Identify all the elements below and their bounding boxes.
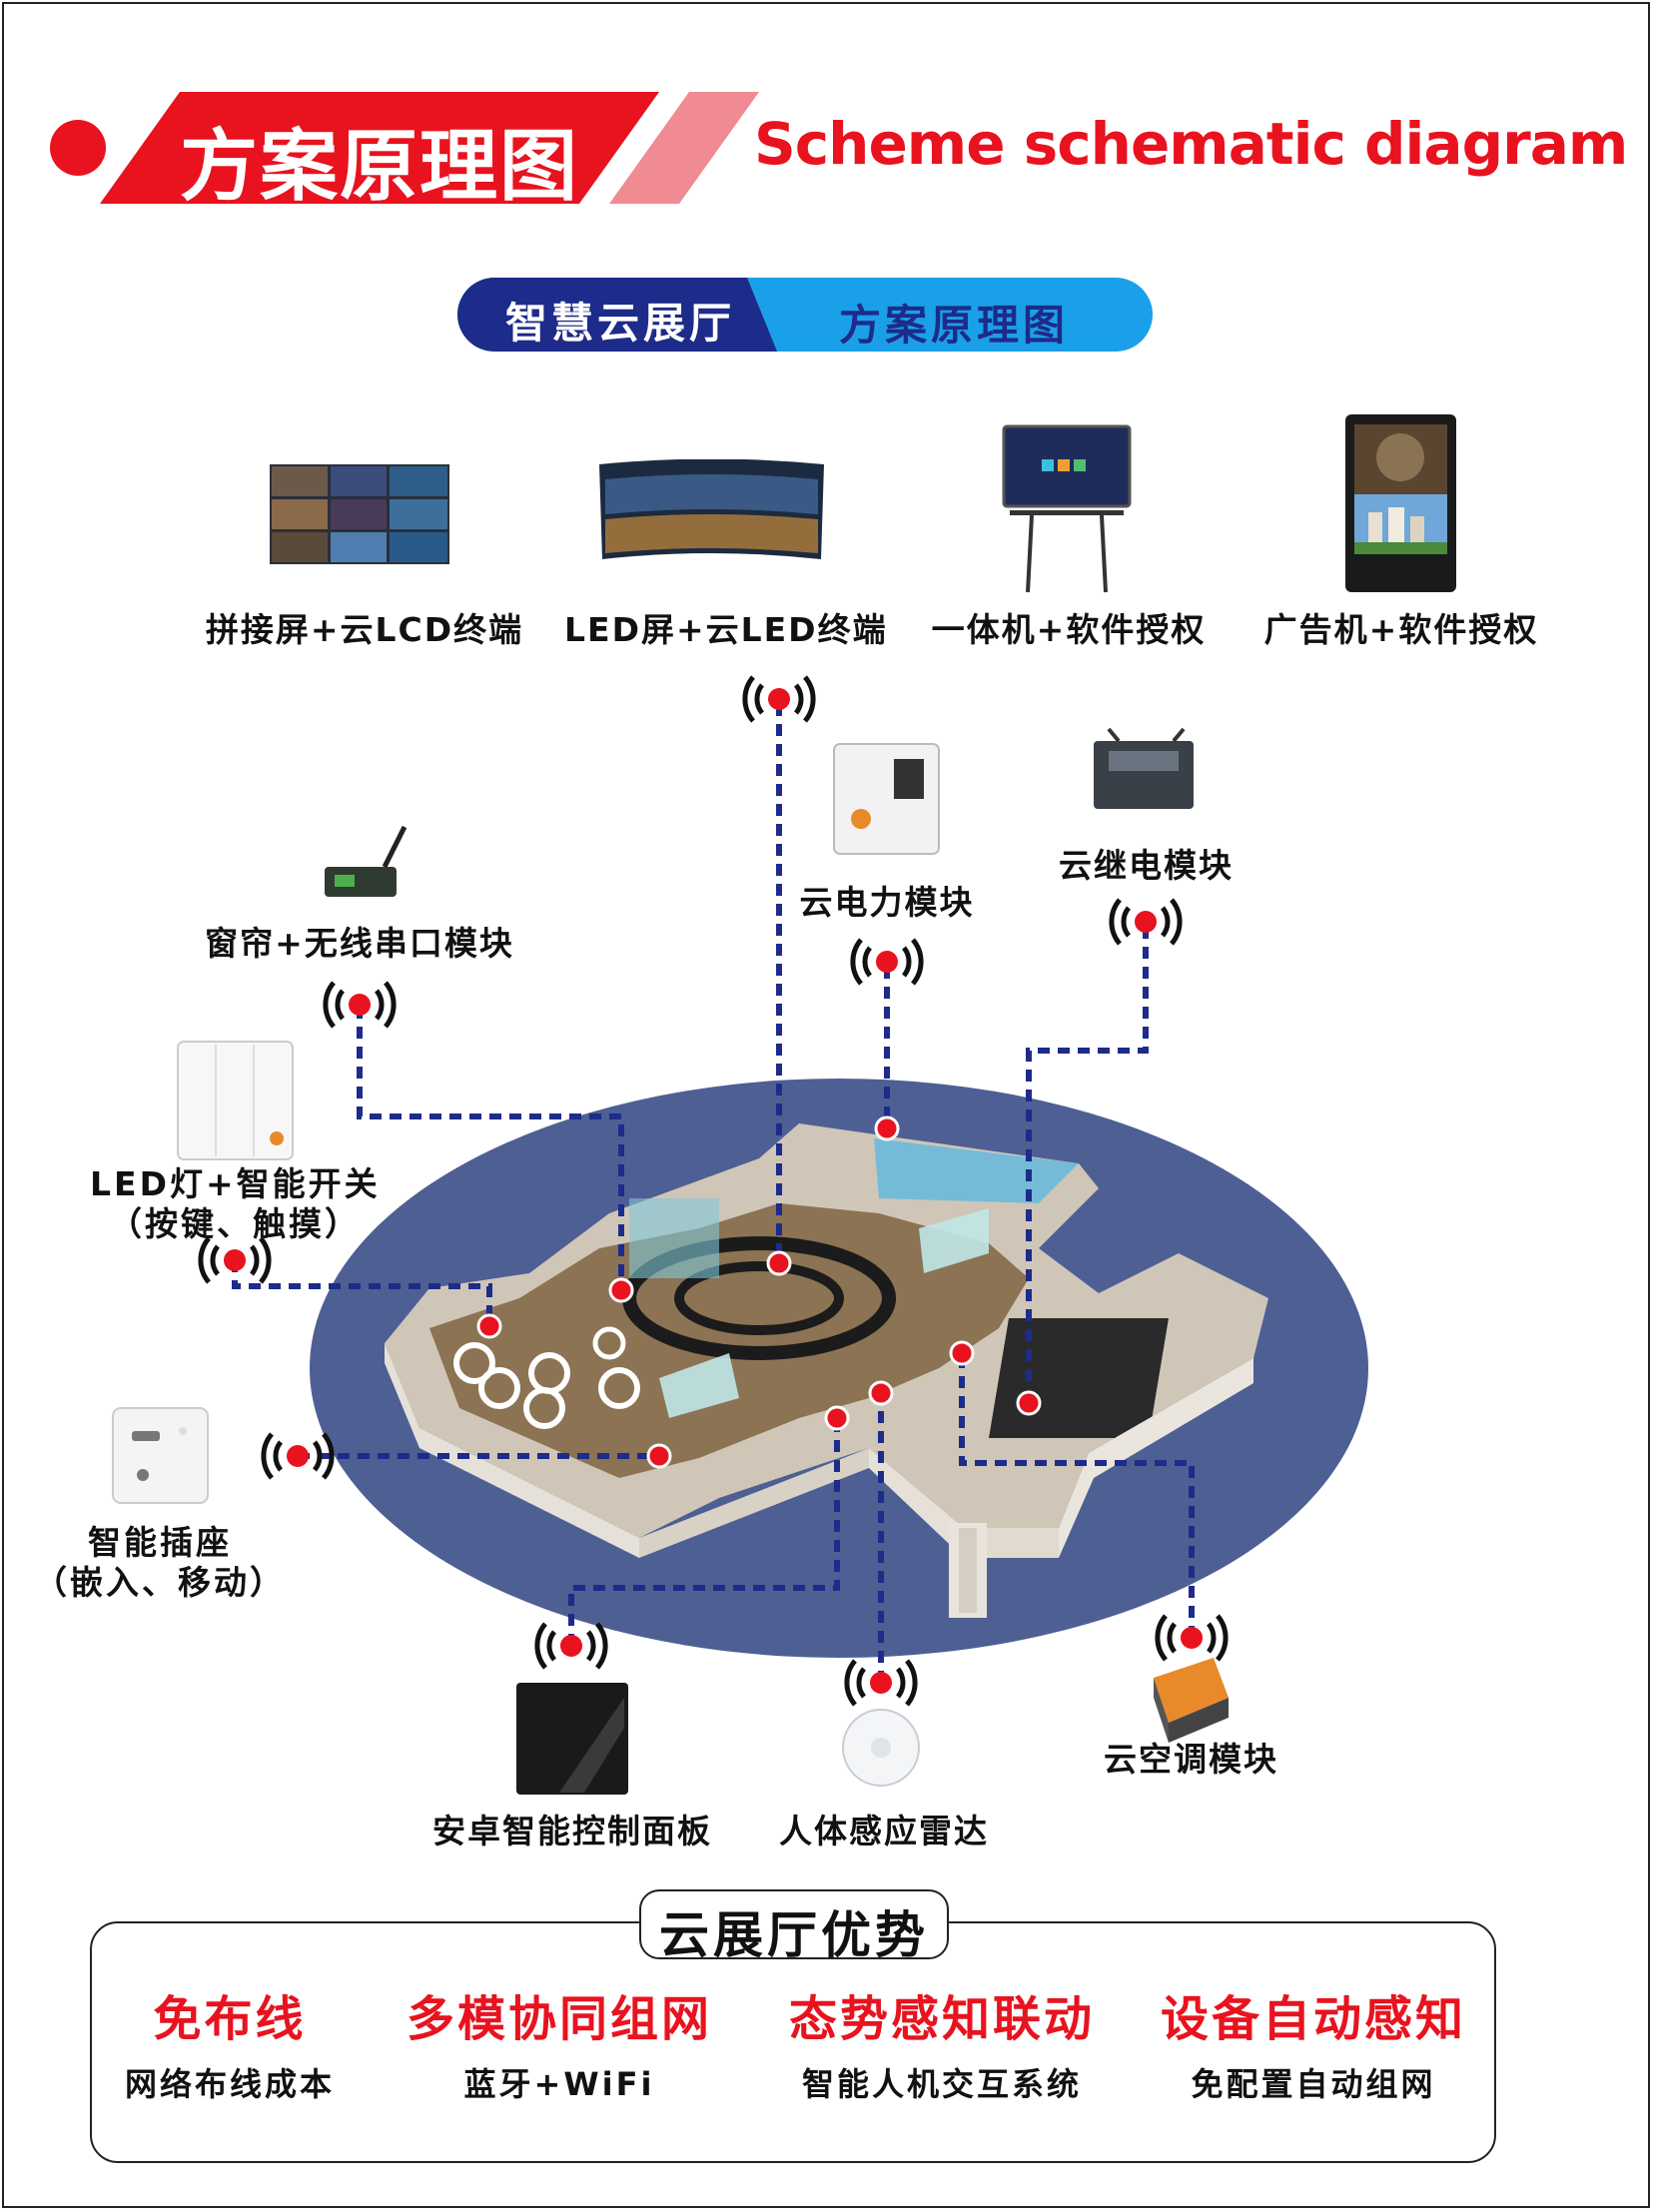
advantage-head-2: 多模协同组网 bbox=[406, 1991, 712, 2047]
pill-right-label: 方案原理图 bbox=[839, 301, 1070, 350]
label-power-module: 云电力模块 bbox=[799, 883, 975, 922]
advantage-sub-4: 免配置自动组网 bbox=[1191, 2065, 1436, 2103]
page-title: 方案原理图 bbox=[180, 122, 580, 212]
label-smart-socket: 智能插座 （嵌入、移动） bbox=[30, 1523, 290, 1603]
label-smart-socket-line2: （嵌入、移动） bbox=[34, 1563, 286, 1602]
curtain-module-image bbox=[325, 825, 408, 897]
page-title-english: Scheme schematic diagram bbox=[754, 110, 1628, 178]
label-aircon-module: 云空调模块 bbox=[1104, 1740, 1278, 1779]
advantage-sub-3: 智能人机交互系统 bbox=[801, 2065, 1082, 2103]
advantage-head-4: 设备自动感知 bbox=[1160, 1991, 1466, 2047]
aircon-module-image bbox=[1154, 1658, 1229, 1743]
signal-node-relay bbox=[1109, 898, 1183, 946]
signal-node-socket bbox=[261, 1432, 335, 1480]
label-light-switch: LED灯+智能开关 （按键、触摸） bbox=[90, 1164, 380, 1244]
label-light-switch-line1: LED灯+智能开关 bbox=[90, 1164, 381, 1203]
splicing-screen-image bbox=[270, 464, 449, 564]
advantages-title-frame bbox=[639, 1889, 949, 1959]
advantage-head-3: 态势感知联动 bbox=[788, 1991, 1095, 2047]
signal-node-radar bbox=[844, 1659, 918, 1707]
radar-sensor-image bbox=[842, 1709, 920, 1787]
pill-left-segment bbox=[457, 278, 777, 352]
relay-module-image bbox=[1094, 727, 1194, 809]
advertising-machine-image bbox=[1345, 414, 1456, 592]
signal-node-light bbox=[198, 1236, 272, 1284]
section-pill: 智慧云展厅 方案原理图 bbox=[457, 278, 1153, 352]
smart-socket-image bbox=[112, 1407, 209, 1504]
label-advertising-machine: 广告机+软件授权 bbox=[1263, 610, 1539, 649]
signal-node-power bbox=[850, 938, 924, 986]
exhibition-hall-model bbox=[385, 1123, 1268, 1618]
in-building-nodes bbox=[476, 1115, 1042, 1469]
smart-switch-image bbox=[177, 1041, 294, 1160]
pill-left-label: 智慧云展厅 bbox=[505, 299, 736, 348]
control-panel-image bbox=[516, 1683, 628, 1795]
advantage-sub-2: 蓝牙+WiFi bbox=[463, 2065, 655, 2103]
label-smart-socket-line1: 智能插座 bbox=[88, 1523, 232, 1562]
label-relay-module: 云继电模块 bbox=[1059, 846, 1234, 885]
label-all-in-one: 一体机+软件授权 bbox=[931, 610, 1207, 649]
all-in-one-machine-image bbox=[1002, 424, 1132, 593]
wireless-links bbox=[232, 704, 1195, 1683]
signal-node-curtain bbox=[323, 981, 397, 1029]
signal-nodes bbox=[198, 675, 1229, 1707]
signal-node-led bbox=[742, 675, 816, 723]
label-splicing-screen: 拼接屏+云LCD终端 bbox=[205, 610, 524, 649]
advantages-title: 云展厅优势 bbox=[659, 1906, 929, 1964]
title-banner bbox=[100, 92, 759, 204]
advantage-head-1: 免布线 bbox=[153, 1991, 307, 2047]
power-module-image bbox=[833, 743, 940, 855]
advantage-sub-1: 网络布线成本 bbox=[124, 2065, 335, 2103]
label-led-screen: LED屏+云LED终端 bbox=[564, 610, 888, 649]
label-control-panel: 安卓智能控制面板 bbox=[432, 1812, 712, 1850]
network-diagram bbox=[112, 675, 1368, 1795]
curved-led-screen-image bbox=[599, 459, 824, 559]
label-curtain-module: 窗帘+无线串口模块 bbox=[205, 924, 514, 963]
header-bullet-dot bbox=[50, 120, 106, 176]
label-light-switch-line2: （按键、触摸） bbox=[109, 1204, 361, 1243]
signal-node-panel bbox=[534, 1622, 608, 1670]
label-radar: 人体感应雷达 bbox=[779, 1812, 989, 1850]
signal-node-aircon bbox=[1155, 1614, 1229, 1662]
